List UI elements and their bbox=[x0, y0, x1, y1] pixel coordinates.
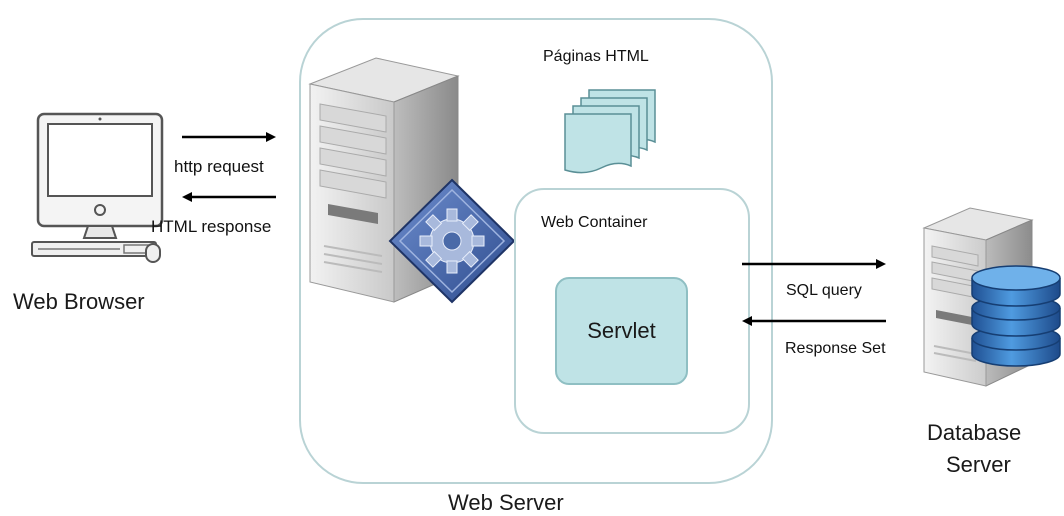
html-response-arrow bbox=[182, 192, 276, 202]
servlet-box: Servlet bbox=[555, 277, 688, 385]
response-set-label: Response Set bbox=[785, 340, 886, 357]
web-server-box bbox=[299, 18, 773, 484]
http-request-arrow bbox=[182, 132, 276, 142]
sql-query-arrow bbox=[742, 259, 886, 269]
web-container-label: Web Container bbox=[541, 214, 648, 231]
database-label-line1: Database bbox=[927, 420, 1022, 445]
gear-diamond-icon bbox=[388, 178, 516, 304]
html-pages-icon bbox=[564, 89, 656, 174]
pages-label: Páginas HTML bbox=[543, 48, 649, 65]
browser-label: Web Browser bbox=[13, 289, 145, 314]
computer-icon bbox=[31, 112, 164, 263]
servlet-label: Servlet bbox=[587, 318, 656, 343]
response-set-arrow bbox=[742, 316, 886, 326]
database-label-line2: Server bbox=[946, 452, 1011, 477]
http-request-label: http request bbox=[174, 157, 264, 176]
web-container-box bbox=[514, 188, 750, 434]
database-cylinder-icon bbox=[971, 265, 1061, 367]
web-server-label: Web Server bbox=[448, 490, 564, 515]
html-response-label: HTML response bbox=[151, 217, 272, 236]
sql-query-label: SQL query bbox=[786, 282, 862, 299]
